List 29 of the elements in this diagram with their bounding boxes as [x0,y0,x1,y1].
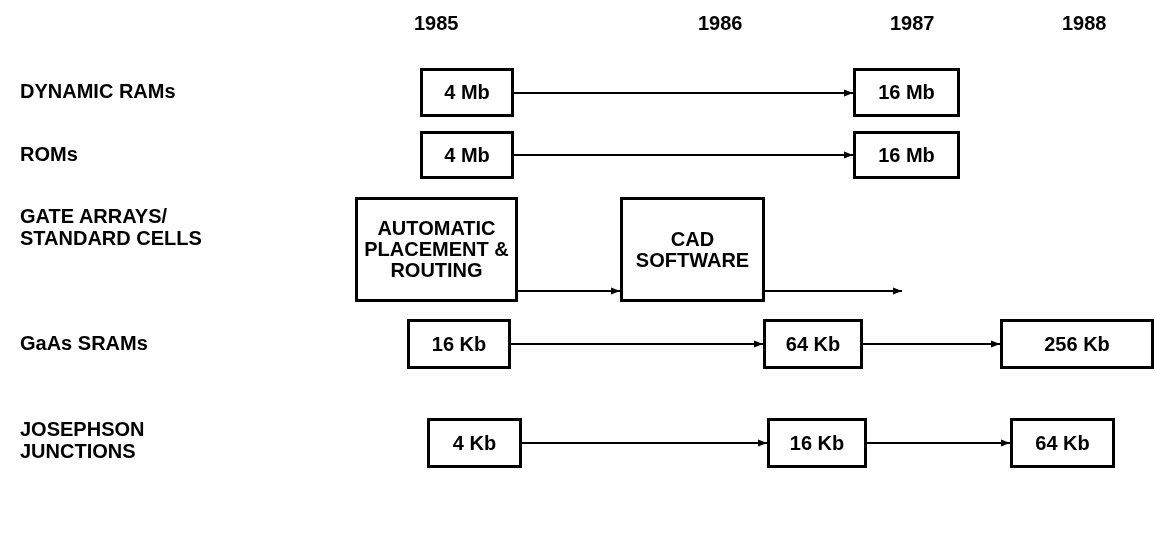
process-box: 16 Kb [767,418,867,468]
process-box: AUTOMATIC PLACEMENT & ROUTING [355,197,518,302]
arrow [866,439,1011,447]
process-box: 16 Kb [407,319,511,369]
process-box: 4 Mb [420,68,514,117]
row-label: DYNAMIC RAMs [20,80,177,102]
row-label: JOSEPHSON JUNCTIONS [20,418,146,462]
process-box: 16 Mb [853,68,960,117]
arrow [510,340,764,348]
arrow [517,287,621,295]
process-box: 4 Mb [420,131,514,179]
process-box: 64 Kb [763,319,863,369]
arrow [513,89,854,97]
arrow [764,287,903,295]
row-label: ROMs [20,143,79,165]
year-label: 1988 [1062,12,1108,34]
process-box: CAD SOFTWARE [620,197,765,302]
row-label: GATE ARRAYS/ STANDARD CELLS [20,205,203,249]
arrow [521,439,768,447]
process-box: 4 Kb [427,418,522,468]
year-label: 1987 [890,12,936,34]
row-label: GaAs SRAMs [20,332,149,354]
process-box: 16 Mb [853,131,960,179]
process-box: 256 Kb [1000,319,1154,369]
arrow [513,151,854,159]
process-box: 64 Kb [1010,418,1115,468]
arrow [862,340,1001,348]
year-label: 1985 [414,12,460,34]
year-label: 1986 [698,12,744,34]
